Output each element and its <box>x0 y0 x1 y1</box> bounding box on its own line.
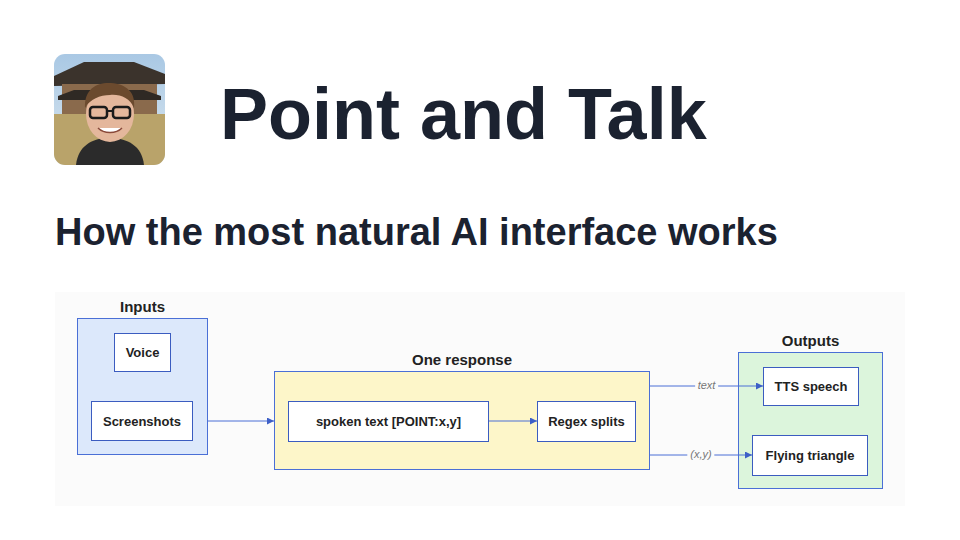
hair <box>85 83 134 108</box>
glasses-bridge <box>107 110 113 112</box>
box-label: Regex splits <box>548 414 625 429</box>
flow-arrow <box>208 421 274 422</box>
process-box: TTS speech <box>763 367 859 406</box>
avatar-photo <box>54 54 165 165</box>
box-label: Flying triangle <box>766 448 855 463</box>
glasses-right <box>113 107 130 118</box>
group-heading: One response <box>245 351 679 368</box>
edge-label: (x,y) <box>687 448 714 461</box>
glasses-left <box>90 107 107 118</box>
sky <box>54 54 165 165</box>
subtitle: How the most natural AI interface works <box>55 213 778 251</box>
group-heading: Inputs <box>48 298 237 315</box>
group-heading: Outputs <box>709 332 912 349</box>
process-box: spoken text [POINT:x,y] <box>288 401 489 442</box>
author-avatar <box>54 54 165 165</box>
smile <box>98 128 122 133</box>
process-box: Regex splits <box>537 401 636 442</box>
process-box: Voice <box>114 333 171 372</box>
box-label: spoken text [POINT:x,y] <box>316 414 461 429</box>
box-label: Screenshots <box>103 414 181 429</box>
group-box: InputsVoiceScreenshots <box>77 318 208 455</box>
group-box: OutputsTTS speechFlying triangle <box>738 352 883 489</box>
edge-label: text <box>695 379 719 392</box>
temple-roof <box>54 62 165 86</box>
process-box: Screenshots <box>91 401 193 441</box>
shirt <box>76 138 144 165</box>
flow-arrow <box>489 421 537 422</box>
process-box: Flying triangle <box>752 435 868 476</box>
box-label: TTS speech <box>775 379 848 394</box>
page-title: Point and Talk <box>220 78 707 150</box>
group-box: One responsespoken text [POINT:x,y]Regex… <box>274 371 650 470</box>
box-label: Voice <box>126 345 160 360</box>
